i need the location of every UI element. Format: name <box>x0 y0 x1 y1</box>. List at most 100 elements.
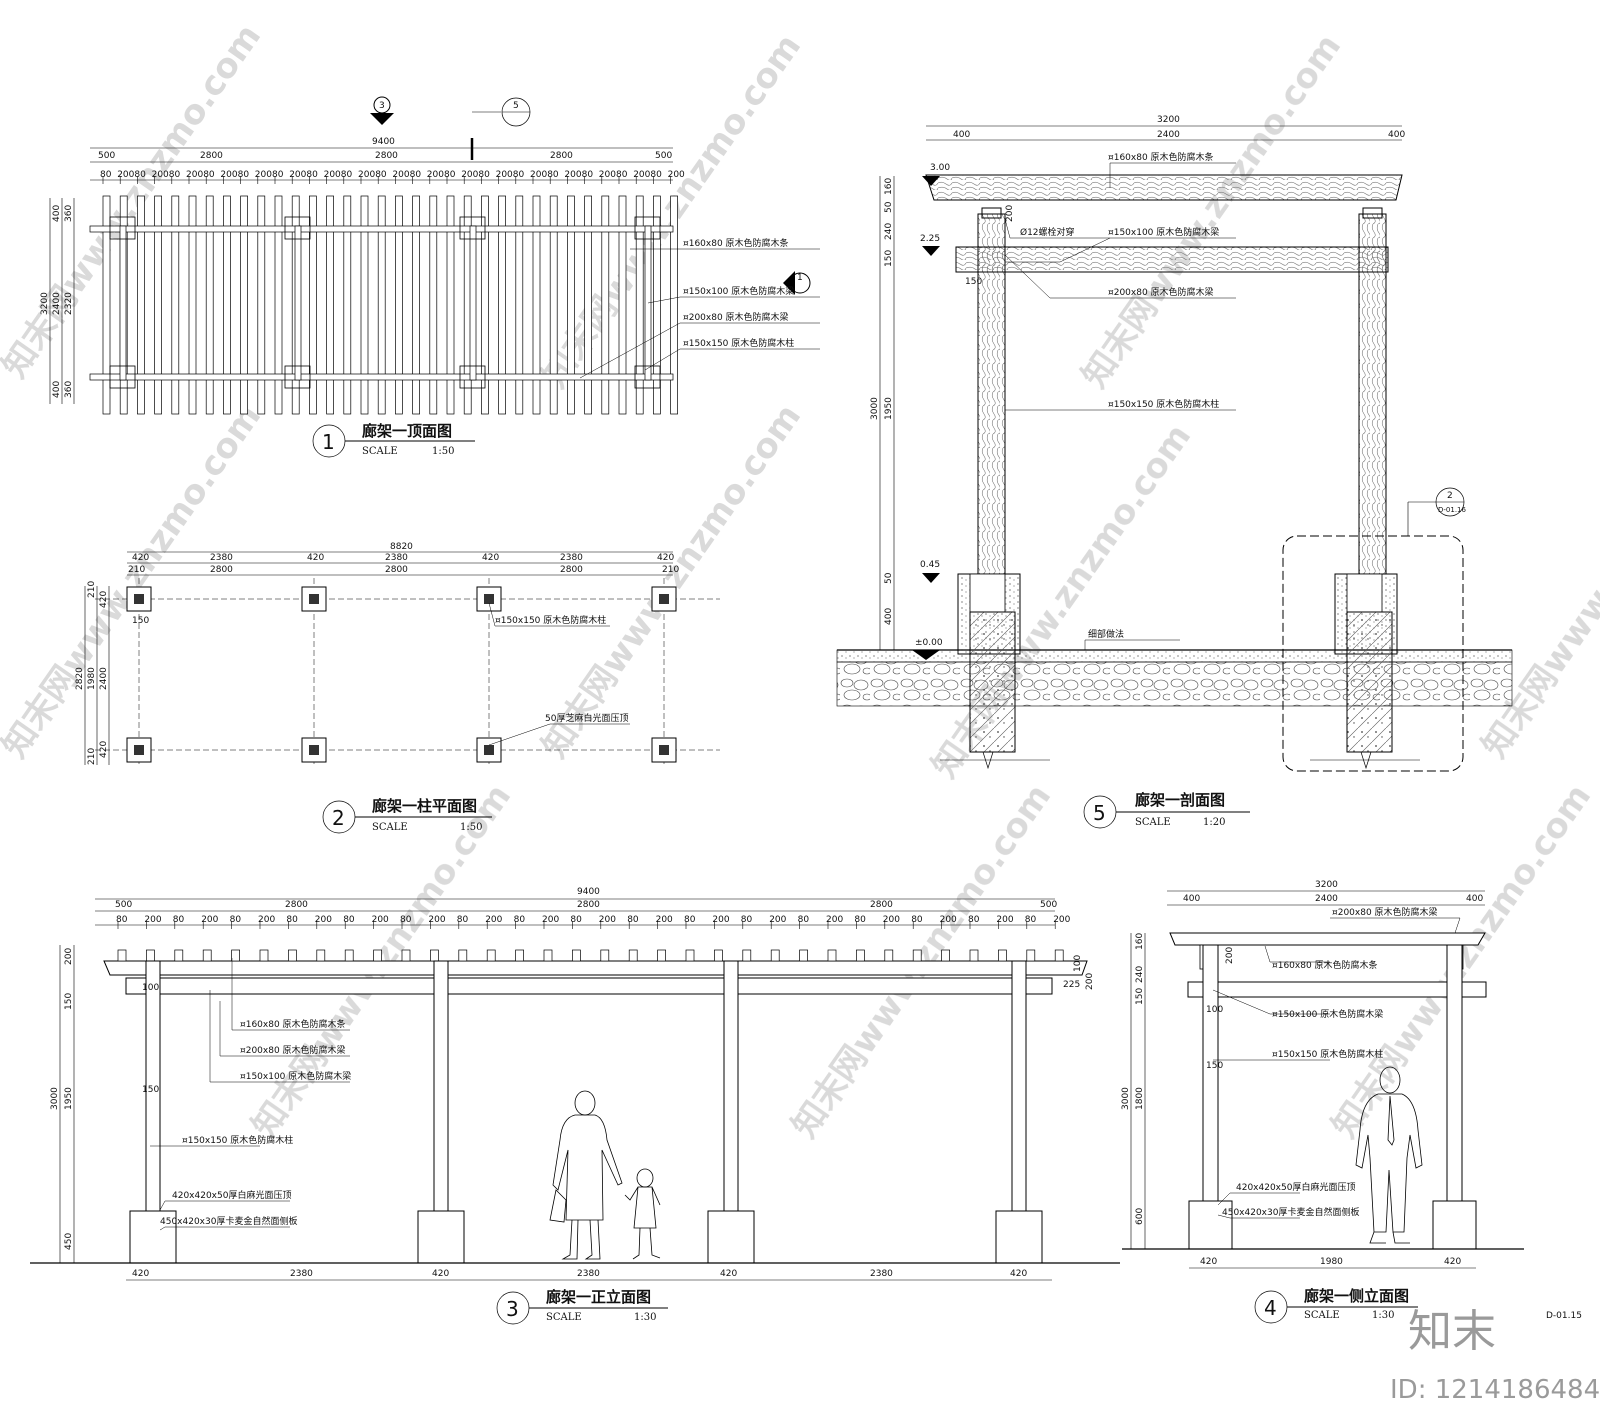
column-post <box>309 745 319 755</box>
dim-text: 80 <box>616 170 628 180</box>
timber-slat <box>377 195 386 415</box>
slat-end <box>572 949 581 962</box>
timber-slat <box>446 195 455 415</box>
dim-text: 2800 <box>210 565 233 575</box>
dim-text: 420 <box>432 1269 449 1279</box>
elevation-post <box>433 960 449 1212</box>
scale-value: 1:50 <box>460 822 482 833</box>
dim-text: 80 <box>1025 915 1037 925</box>
level-text: 3.00 <box>930 163 950 173</box>
column-post <box>134 594 144 604</box>
dim-text: 80 <box>684 915 696 925</box>
dim-text: 200 <box>258 915 275 925</box>
timber-slat <box>343 195 352 415</box>
dim-text: 450 <box>64 1233 74 1250</box>
slat-end <box>998 949 1007 962</box>
timber-slat <box>618 195 627 415</box>
dim-text: 2380 <box>210 553 233 563</box>
elevation-post <box>723 960 739 1212</box>
dim-text: 9400 <box>577 887 600 897</box>
dim-text: 200 <box>1005 205 1015 222</box>
slat-end <box>202 949 212 962</box>
slat-end <box>430 949 439 962</box>
dim-text: 200 <box>530 170 547 180</box>
slat-end <box>515 949 524 962</box>
dim-text: 420 <box>482 553 499 563</box>
note-text: 细部做法 <box>1088 628 1124 640</box>
dim-text: 200 <box>144 915 161 925</box>
dim-text: 1980 <box>1320 1257 1343 1267</box>
dim-text: 2800 <box>385 565 408 575</box>
dim-text: 225 <box>1063 980 1080 990</box>
note-text: ¤200x80 原木色防腐木梁 <box>240 1044 346 1056</box>
slat-end <box>827 949 837 962</box>
post-base <box>129 1210 177 1264</box>
note-text: 420x420x50厚白麻光面压顶 <box>1236 1181 1355 1193</box>
brand-id: ID: 1214186484 <box>1390 1375 1600 1405</box>
note-text: ¤160x80 原木色防腐木条 <box>240 1018 346 1030</box>
dim-text: 400 <box>1466 894 1483 904</box>
dim-text: 2800 <box>200 151 223 161</box>
watermark: 知末网www.znzmo.com <box>1075 27 1349 395</box>
section-mark: 5 <box>470 97 531 160</box>
dim-text: 80 <box>230 915 242 925</box>
slat-end <box>714 949 723 962</box>
slat-end <box>1026 949 1036 962</box>
dim-text: 2800 <box>285 900 308 910</box>
timber-slat <box>653 195 661 415</box>
dim-text: 2800 <box>550 151 573 161</box>
dim-text: 200 <box>186 170 203 180</box>
section-mark-number: 3 <box>379 101 385 111</box>
post-base <box>995 1210 1043 1264</box>
dim-text: 200 <box>940 915 957 925</box>
dim-text: 420 <box>132 1269 149 1279</box>
detail-ref-sheet: D-01.16 <box>1438 506 1467 514</box>
dim-text: 2400 <box>1315 894 1338 904</box>
slat-end <box>401 949 411 962</box>
dim-text: 2400 <box>99 667 109 690</box>
dim-text: 80 <box>173 915 185 925</box>
timber-slat <box>532 195 541 415</box>
dim-text: 80 <box>306 170 318 180</box>
slat-end <box>174 949 184 962</box>
dim-text: 1800 <box>1135 1087 1145 1110</box>
view-title: 廊架一顶面图 <box>362 422 452 440</box>
note-text: ¤150x100 原木色防腐木梁 <box>1108 226 1219 238</box>
timber-slat <box>515 195 524 415</box>
human-figure-adult <box>549 1090 623 1260</box>
dim-text: 210 <box>128 565 145 575</box>
note-text: ¤150x150 原木色防腐木柱 <box>1108 398 1219 410</box>
dim-text: 80 <box>798 915 810 925</box>
concrete-footing <box>969 611 1016 753</box>
post-base <box>1188 1200 1233 1250</box>
column-post <box>659 745 669 755</box>
slat-end <box>742 949 752 962</box>
sheet-code: D-01.15 <box>1546 1311 1582 1321</box>
dim-text: 500 <box>98 151 115 161</box>
view-number: 3 <box>506 1297 519 1321</box>
dim-text: 80 <box>410 170 422 180</box>
dim-text: 150 <box>965 277 982 287</box>
dim-text: 400 <box>52 205 62 222</box>
dim-text: 3000 <box>50 1087 60 1110</box>
slat-end <box>543 949 553 962</box>
dim-text: 2800 <box>560 565 583 575</box>
dim-text: 200 <box>315 915 332 925</box>
watermark: 知末网www.znzmo.com <box>0 397 269 765</box>
dim-text: 80 <box>238 170 250 180</box>
elevation-post <box>1011 960 1027 1212</box>
note-text: 420x420x50厚白麻光面压顶 <box>172 1189 291 1201</box>
timber-post <box>1358 213 1387 575</box>
dim-text: 2400 <box>1157 130 1180 140</box>
timber-slat <box>274 195 283 415</box>
elevation-posts <box>129 960 1043 1264</box>
dim-text: 3000 <box>1121 1087 1131 1110</box>
dim-text: 80 <box>286 915 298 925</box>
dim-text: 210 <box>87 581 97 598</box>
dim-text: 200 <box>372 915 389 925</box>
timber-slat <box>567 195 575 415</box>
dim-text: 240 <box>1135 966 1145 983</box>
dim-text: 200 <box>996 915 1013 925</box>
